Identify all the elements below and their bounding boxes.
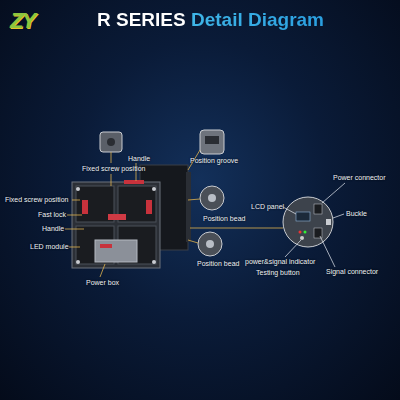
leader-lines bbox=[65, 150, 283, 277]
bead-inset bbox=[198, 232, 222, 256]
part-label: LCD panel bbox=[251, 203, 284, 211]
leader-lines bbox=[283, 183, 345, 267]
part-label: Signal connector bbox=[326, 268, 378, 276]
part-label: Position bead bbox=[203, 215, 245, 223]
part-label: power&signal indicator bbox=[245, 258, 315, 266]
part-label: Position bead bbox=[197, 260, 239, 268]
panel-edge bbox=[186, 172, 191, 242]
part-label: LED module bbox=[30, 243, 69, 251]
part-label: Handle bbox=[128, 155, 150, 163]
title: R SERIES Detail Diagram bbox=[97, 8, 324, 32]
lcd-zoom bbox=[283, 197, 333, 247]
groove-inset bbox=[200, 130, 224, 154]
part-label: Buckle bbox=[346, 210, 367, 218]
part-label: Fast lock bbox=[38, 211, 66, 219]
part-label: Testing button bbox=[256, 269, 300, 277]
part-label: Fixed screw position bbox=[5, 196, 68, 204]
cabinet bbox=[72, 180, 160, 268]
part-label: Fixed screw position bbox=[82, 165, 145, 173]
logo: ZY bbox=[10, 8, 34, 34]
part-label: Position groove bbox=[190, 157, 238, 165]
screw-inset bbox=[100, 132, 122, 152]
part-label: Power box bbox=[86, 279, 119, 287]
part-label: Power connector bbox=[333, 174, 386, 182]
bead-inset bbox=[200, 186, 224, 210]
part-label: Handle bbox=[42, 225, 64, 233]
